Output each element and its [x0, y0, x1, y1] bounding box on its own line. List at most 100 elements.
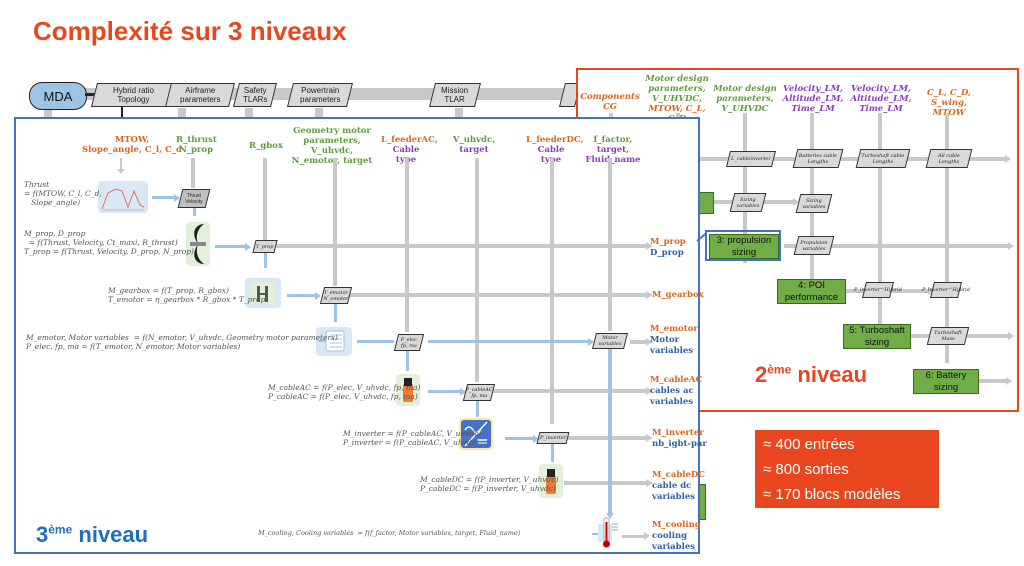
l3-hline — [345, 293, 646, 297]
l3-data-thrust-velocity[interactable]: Thrust Velocity — [177, 189, 211, 208]
arrow-right-icon — [533, 435, 539, 443]
block-line: TLAR — [444, 95, 466, 104]
block-text: P_elec fp, ma — [400, 336, 418, 349]
l3-flow — [287, 294, 315, 297]
header-line: Velocity_LM, — [783, 84, 843, 94]
header-line: Motor design — [713, 84, 777, 94]
header-line: C_L, C_D, — [927, 88, 971, 98]
cable-glyph — [546, 469, 556, 494]
l3-header-geometry: Geometry motor parameters, V_uhvdc, N_em… — [288, 126, 376, 166]
l2-data-batteries-cable[interactable]: Batteries cable Lengths — [792, 149, 844, 168]
l2-header-velocity-2: Velocity_LM, Altitude_LM, Time_LM — [848, 84, 914, 114]
top-bus-drop — [455, 108, 463, 118]
l3-vline — [120, 158, 122, 170]
l3-flow — [608, 348, 612, 513]
process-line: 6: Battery — [925, 369, 967, 381]
arrow-right-icon — [646, 291, 653, 299]
l3-data-pelec[interactable]: P_elec fp, ma — [393, 334, 425, 351]
l3-data-motor-variables[interactable]: Motor variables — [592, 333, 628, 349]
level2-label: 2ème niveau — [755, 362, 867, 388]
block-line: Airframe — [184, 86, 216, 95]
process-line: 3: propulsion — [716, 234, 772, 246]
l3-hline — [630, 340, 646, 344]
gearbox-icon — [245, 278, 281, 308]
l2-data-lcable-inverter[interactable]: L_cableinverter — [726, 151, 776, 167]
inverter-icon — [459, 418, 493, 450]
header-line: N_prop — [178, 145, 214, 155]
label-sup: ème — [48, 522, 73, 537]
l3-flow — [551, 444, 554, 462]
l3-hline — [622, 535, 644, 538]
propeller-icon — [186, 222, 210, 266]
header-line: f_factor, — [593, 135, 633, 145]
header-line: L_feederAC, — [381, 135, 438, 145]
l2-data-sizing-vars-1[interactable]: Sizing variables — [729, 193, 767, 212]
arrow-right-icon — [646, 387, 653, 395]
l3-data-pinverter[interactable]: P_inverter — [536, 432, 570, 444]
header-line: Time_LM — [791, 104, 835, 114]
l2-data-p-hybrid-2[interactable]: P_inverter^Hybrid — [922, 282, 970, 298]
l2-hline — [700, 157, 1005, 161]
output-cabledc: M_cableDC cable dc variables — [652, 470, 705, 503]
output-cooling: M_cooling cooling variables — [652, 520, 701, 553]
arrow-right-icon — [174, 194, 180, 202]
l3-data-temotor[interactable]: T_emotor N_emotor — [319, 287, 353, 304]
arrow-right-icon — [644, 532, 650, 540]
l2-data-turboshaft-mass[interactable]: Turboshaft Mass — [926, 327, 970, 345]
l3-vline — [550, 158, 554, 424]
block-line: Powertrain — [300, 86, 340, 95]
l3-flow — [505, 437, 533, 440]
stat-model-blocks: ≈ 170 blocs modèles — [763, 486, 901, 503]
l3-vline — [263, 158, 267, 241]
l2-data-p-hybrid-1[interactable]: P_inverter^Hybrid — [854, 282, 902, 298]
output-mass: M_cooling — [652, 520, 701, 530]
header-line: Velocity_LM, — [851, 84, 911, 94]
l3-flow — [334, 302, 337, 322]
l2-data-all-cable[interactable]: All cable Lengths — [925, 149, 973, 168]
l3-flow — [152, 196, 174, 199]
arrow-right-icon — [588, 338, 594, 346]
block-text: Batteries cable Lengths — [798, 152, 838, 165]
mda-node[interactable]: MDA — [29, 82, 87, 110]
l3-data-pcableac[interactable]: P_cableAC fp, ma — [462, 384, 496, 401]
mission-profile-chart-icon — [98, 181, 148, 213]
header-line: S_wing, MTOW — [930, 98, 968, 118]
header-line: Slope_angle, C_l, C_d — [82, 145, 182, 155]
header-line: Motor design — [645, 74, 709, 84]
header-line: target — [459, 145, 489, 155]
eq-cabledc: M_cableDC = f(P_inverter, V_uhvdc) P_cab… — [420, 475, 559, 493]
block-text: Thrust Velocity — [185, 192, 203, 205]
header-line: V_UHVDC, — [652, 94, 702, 104]
level3-label: 3ème niveau — [36, 522, 148, 548]
eq-cooling: M_cooling, Cooling variables = f(f_facto… — [258, 529, 521, 537]
header-line: Geometry motor — [293, 126, 371, 136]
l2-data-sizing-vars-2[interactable]: Sizing variables — [795, 194, 833, 213]
l3-vline — [191, 158, 195, 188]
top-bus-drop — [178, 108, 186, 118]
header-line: Altitude_LM, — [782, 94, 844, 104]
header-line: L_feederDC, — [526, 135, 584, 145]
l3-hline — [564, 481, 646, 485]
l2-data-propulsion-vars[interactable]: Propulsion variables — [793, 236, 835, 255]
arrow-right-icon — [460, 388, 466, 396]
propulsion-sizing-highlight — [705, 230, 781, 261]
l2-hline — [784, 244, 1010, 248]
l3-data-tprop[interactable]: T_prop — [252, 240, 278, 253]
block-line: parameters — [179, 95, 221, 104]
l3-hline — [490, 389, 646, 393]
arrow-right-icon — [646, 434, 653, 442]
l2-vline — [878, 113, 882, 328]
arrow-right-icon — [646, 338, 653, 346]
l2-data-turboshaft-cable[interactable]: Turboshaft cable Lengths — [855, 149, 911, 168]
thermometer-glyph — [592, 517, 618, 548]
motor-glyph — [318, 330, 345, 352]
